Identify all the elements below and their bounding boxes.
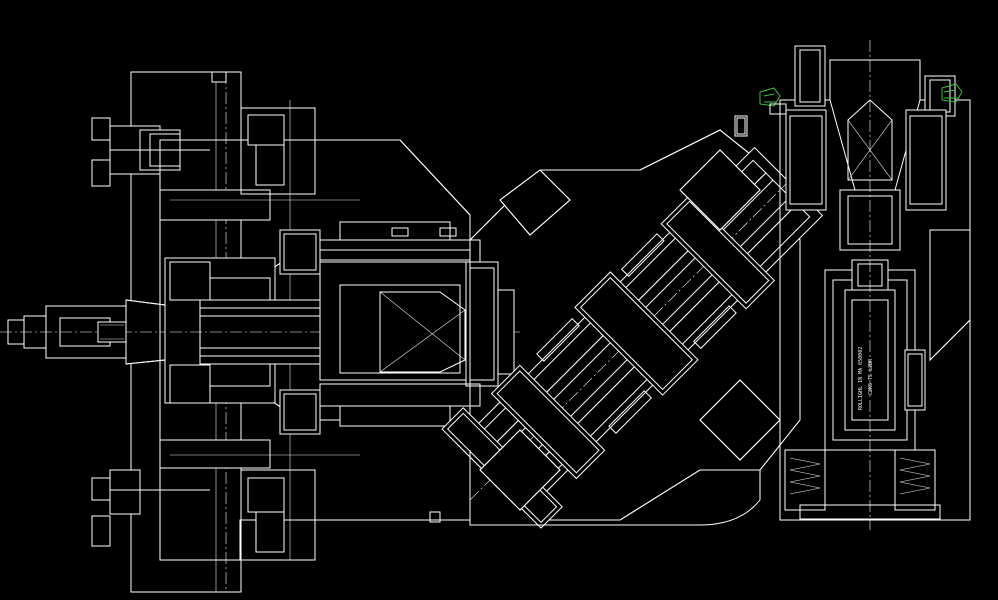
bevel-gear-head xyxy=(319,221,515,427)
left-tool-holder xyxy=(0,299,200,365)
horizontal-spindle xyxy=(164,229,520,435)
intermediate-plates xyxy=(240,100,316,561)
lower-foot xyxy=(469,450,761,526)
annotation-line-1: ROLLIGHL IN MA 650002 xyxy=(858,347,864,410)
green-seal-markers xyxy=(759,83,963,107)
right-vertical-head xyxy=(779,40,971,530)
spindle-annotation: ROLLIGHL IN MA 650002 C2K5 T5 L2DR xyxy=(858,347,874,410)
annotation-line-2: C2K5 T5 L2DR xyxy=(868,358,874,395)
small-fasteners xyxy=(391,103,787,523)
